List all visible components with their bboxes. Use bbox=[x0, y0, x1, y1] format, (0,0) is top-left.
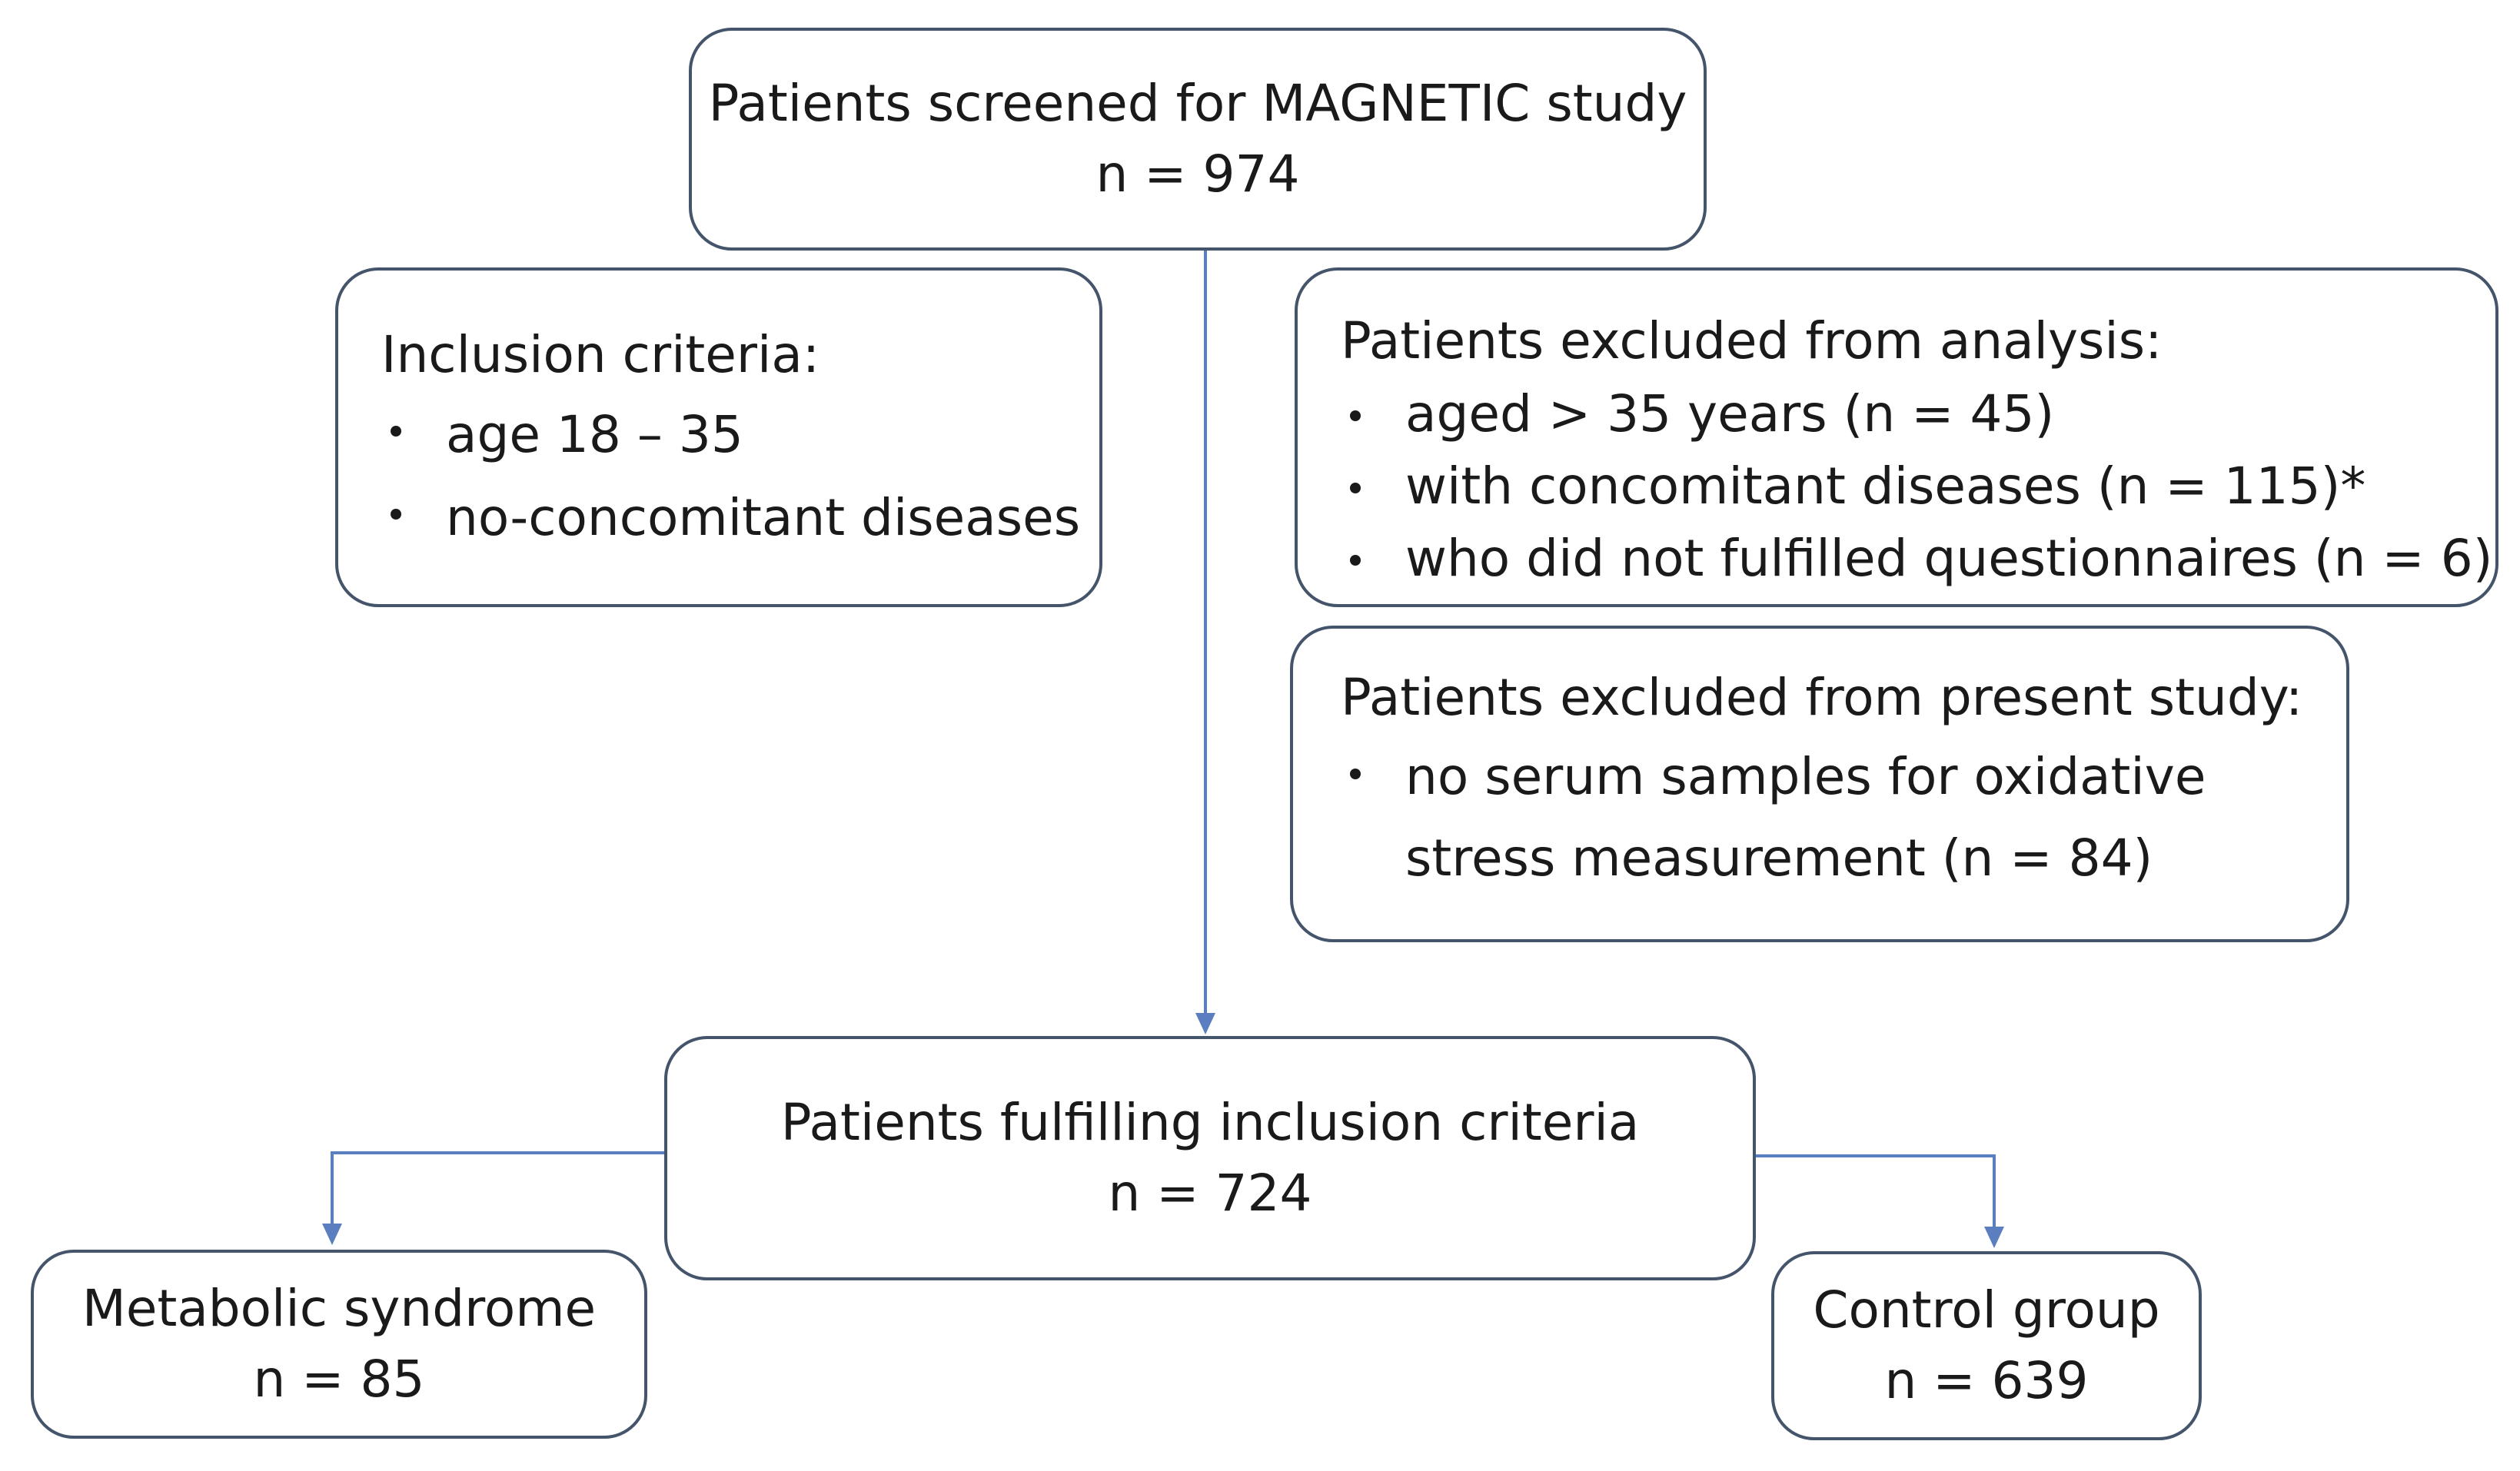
excluded-analysis-item: aged > 35 years (n = 45) bbox=[1341, 378, 2495, 450]
inclusion-item: age 18 – 35 bbox=[381, 393, 1099, 476]
excluded-present-item: no serum samples for oxidative stress me… bbox=[1341, 736, 2312, 899]
connector-to-control bbox=[1754, 1154, 1996, 1227]
excluded-analysis-heading: Patients excluded from analysis: bbox=[1341, 311, 2163, 370]
metabolic-count: n = 85 bbox=[253, 1350, 425, 1409]
arrowhead-fulfilling bbox=[1195, 1013, 1215, 1034]
control-group-box: Control group n = 639 bbox=[1771, 1251, 2202, 1440]
arrowhead-metabolic bbox=[322, 1224, 342, 1245]
inclusion-heading: Inclusion criteria: bbox=[381, 325, 820, 384]
excluded-analysis-box: Patients excluded from analysis: aged > … bbox=[1295, 267, 2498, 607]
connector-to-metabolic bbox=[331, 1151, 666, 1224]
excluded-present-list: no serum samples for oxidative stress me… bbox=[1341, 736, 2346, 899]
inclusion-list: age 18 – 35 no-concomitant diseases bbox=[381, 393, 1099, 560]
metabolic-title: Metabolic syndrome bbox=[81, 1279, 597, 1338]
fulfilling-box: Patients fulfilling inclusion criteria n… bbox=[664, 1036, 1756, 1280]
control-count: n = 639 bbox=[1884, 1351, 2089, 1410]
screened-title: Patients screened for MAGNETIC study bbox=[708, 74, 1687, 133]
fulfilling-count: n = 724 bbox=[1108, 1164, 1312, 1223]
excluded-analysis-item: with concomitant diseases (n = 115)* bbox=[1341, 450, 2495, 523]
metabolic-syndrome-box: Metabolic syndrome n = 85 bbox=[31, 1250, 647, 1439]
excluded-present-heading: Patients excluded from present study: bbox=[1341, 668, 2303, 727]
inclusion-criteria-box: Inclusion criteria: age 18 – 35 no-conco… bbox=[335, 267, 1102, 607]
inclusion-item: no-concomitant diseases bbox=[381, 476, 1099, 560]
screened-count: n = 974 bbox=[1095, 144, 1300, 204]
excluded-present-box: Patients excluded from present study: no… bbox=[1290, 626, 2349, 942]
control-title: Control group bbox=[1813, 1280, 2160, 1340]
fulfilling-title: Patients fulfilling inclusion criteria bbox=[780, 1093, 1640, 1152]
excluded-analysis-item: who did not fulfilled questionnaires (n … bbox=[1341, 523, 2495, 595]
screened-box: Patients screened for MAGNETIC study n =… bbox=[689, 28, 1707, 251]
excluded-analysis-list: aged > 35 years (n = 45) with concomitan… bbox=[1341, 378, 2495, 595]
arrowhead-control bbox=[1984, 1227, 2004, 1248]
